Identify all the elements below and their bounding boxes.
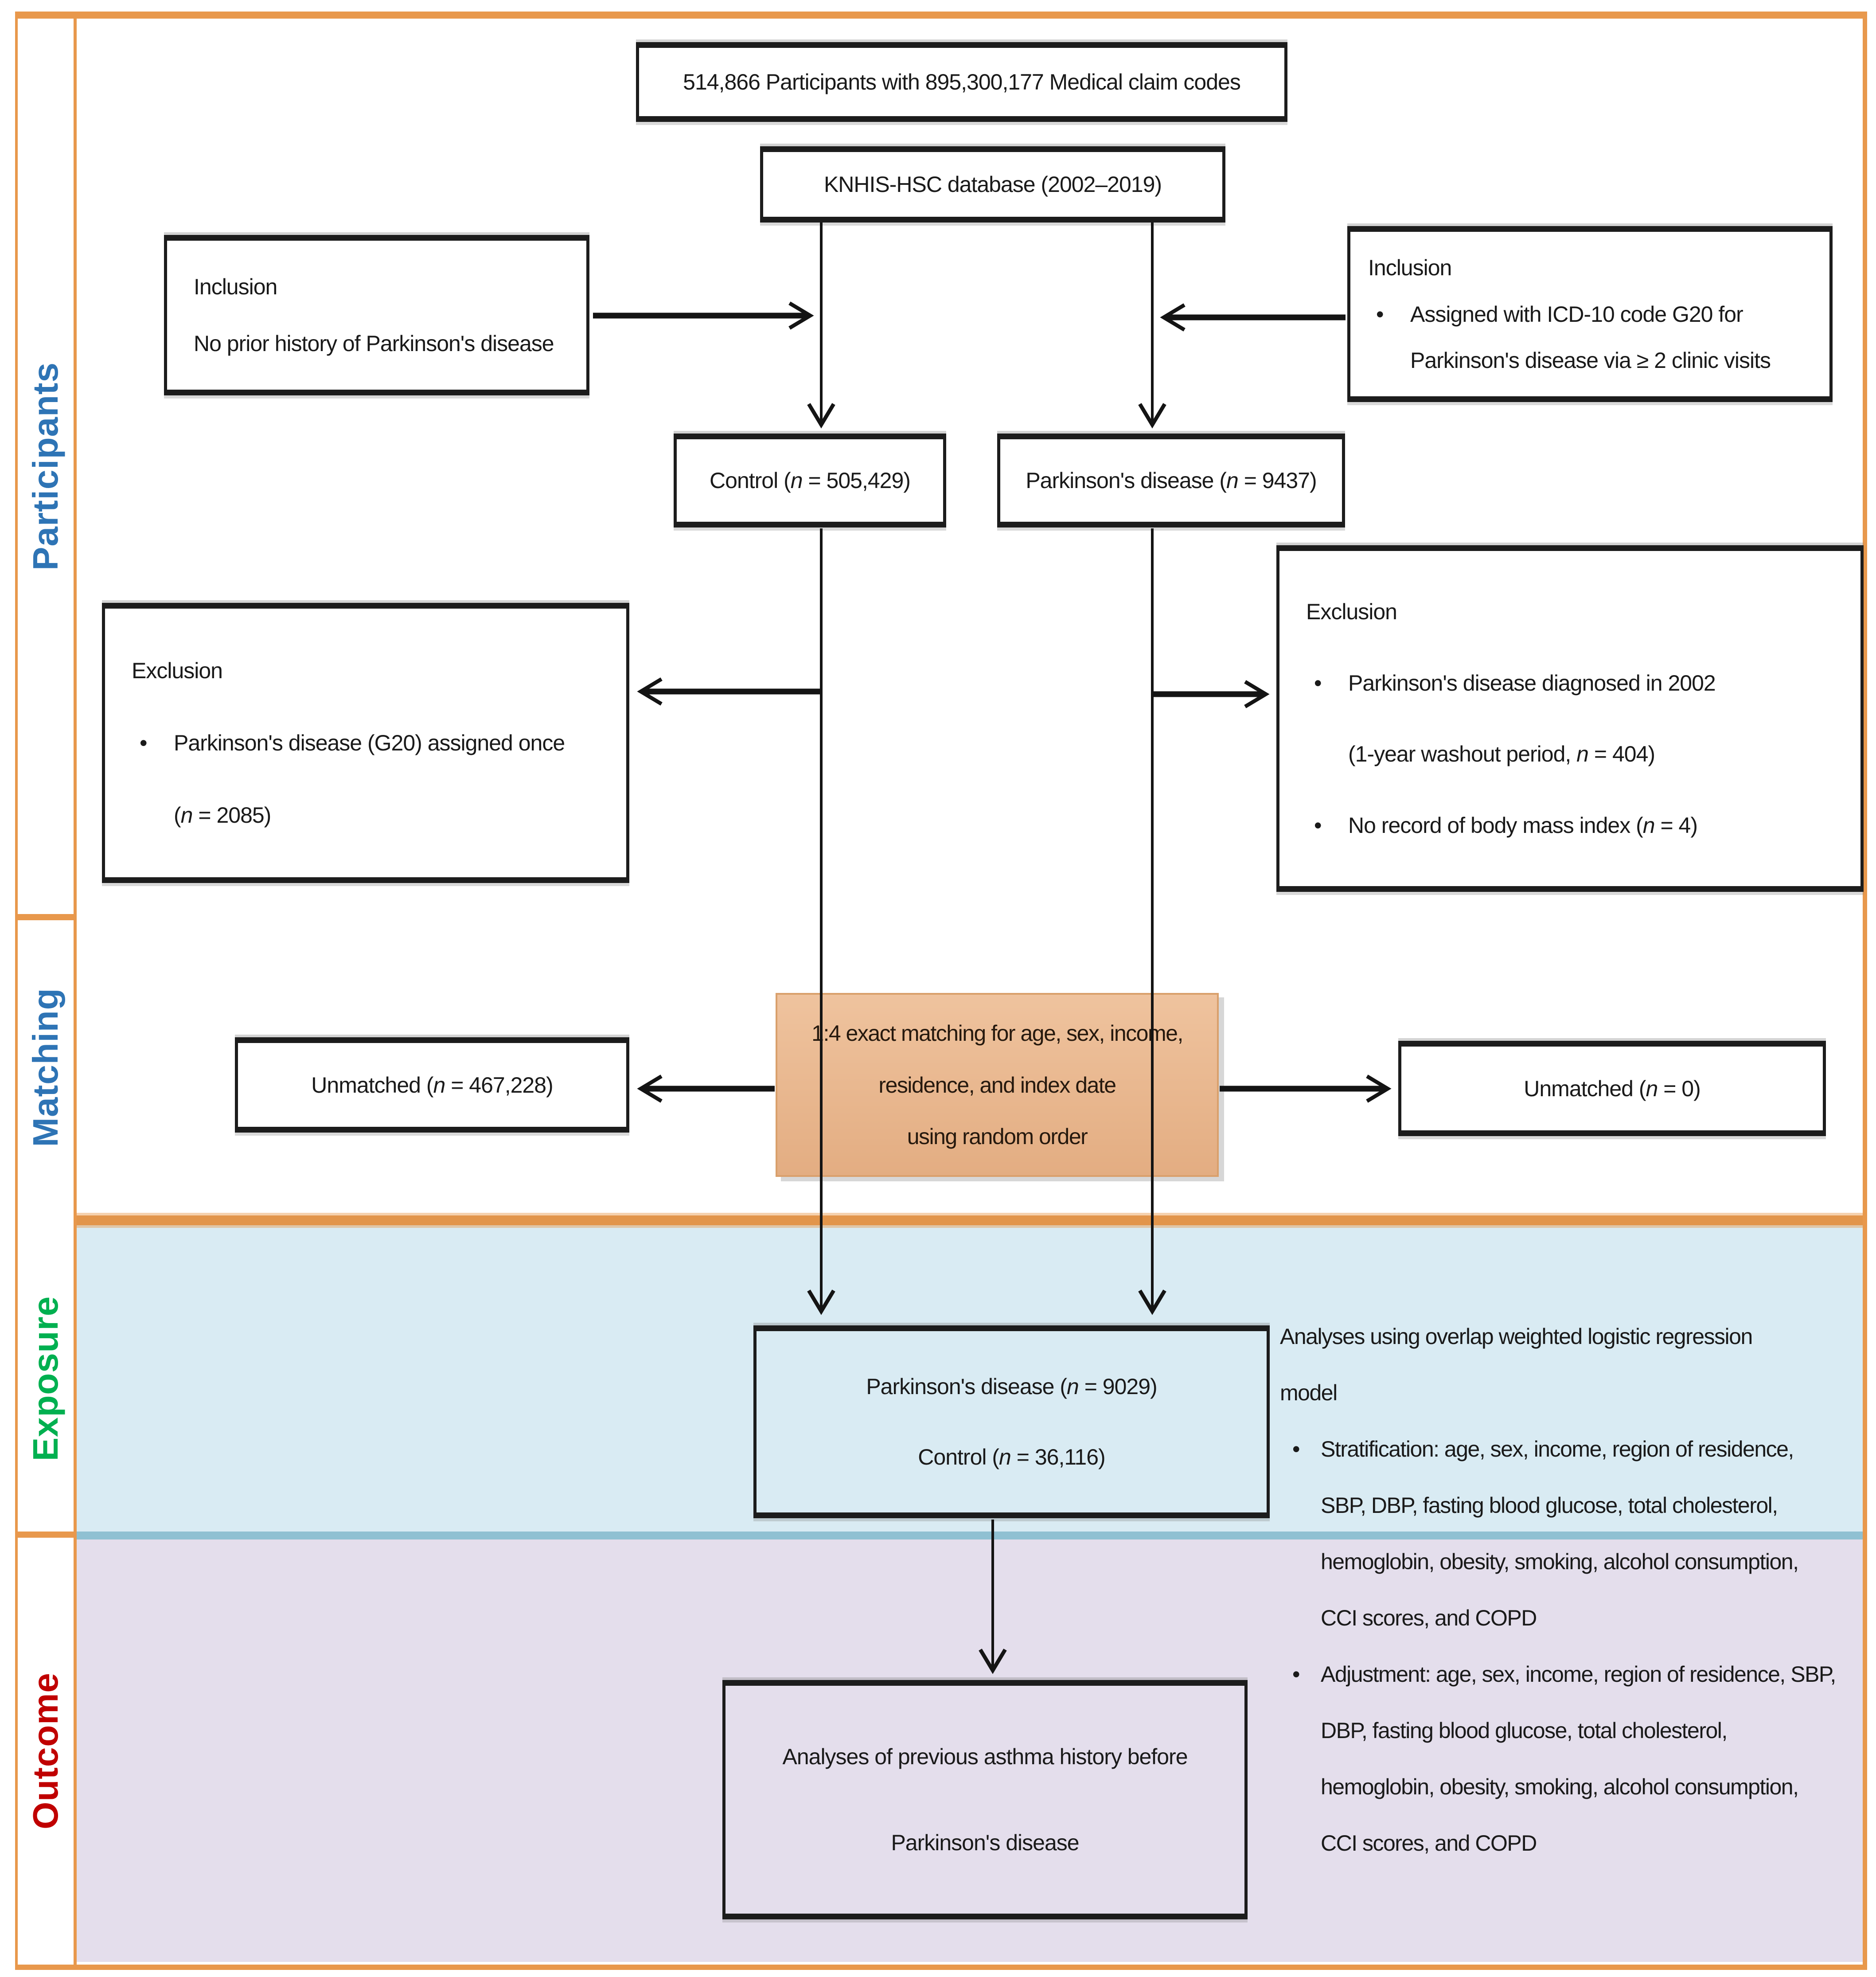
text-line: No prior history of Parkinson's disease <box>194 331 554 356</box>
text-line: Parkinson's disease diagnosed in 2002 <box>1306 668 1847 698</box>
section-label-exposure: Exposure <box>26 1296 65 1461</box>
text-line: Parkinson's disease <box>891 1830 1079 1855</box>
box-parkinsons: Parkinson's disease (n = 9437) <box>997 434 1345 527</box>
text-line: Assigned with ICD-10 code G20 for <box>1368 300 1816 329</box>
text-line: Inclusion <box>1368 255 1452 281</box>
box-exclusion-control: ExclusionParkinson's disease (G20) assig… <box>102 603 629 883</box>
text-line: SBP, DBP, fasting blood glucose, total c… <box>1321 1493 1778 1518</box>
text-line: (n = 2085) <box>174 803 271 828</box>
text-line: Adjustment: age, sex, income, region of … <box>1280 1646 1876 1703</box>
box-unmatched-control: Unmatched (n = 467,228) <box>235 1037 629 1133</box>
text-line: Stratification: age, sex, income, region… <box>1280 1421 1876 1477</box>
analysis-notes: Analyses using overlap weighted logistic… <box>1280 1309 1876 1872</box>
box-unmatched-pd: Unmatched (n = 0) <box>1398 1041 1826 1136</box>
box-control: Control (n = 505,429) <box>674 434 946 527</box>
text-line: residence, and index date <box>878 1072 1116 1098</box>
text-line: CCI scores, and COPD <box>1321 1606 1537 1630</box>
text-line: Control (n = 36,116) <box>918 1444 1105 1469</box>
text-line: DBP, fasting blood glucose, total choles… <box>1321 1718 1728 1743</box>
matching-exposure-divider <box>15 1215 1867 1225</box>
section-label-column <box>18 19 77 1965</box>
section-label-matching: Matching <box>26 988 65 1147</box>
box-parkinsons-text: Parkinson's disease (n = 9437) <box>1026 468 1317 493</box>
box-unmatched-control-text: Unmatched (n = 467,228) <box>311 1072 553 1098</box>
text-line: 1:4 exact matching for age, sex, income, <box>811 1021 1183 1046</box>
text-line: No record of body mass index (n = 4) <box>1306 811 1847 840</box>
box-outcome-analysis: Analyses of previous asthma history befo… <box>722 1680 1248 1919</box>
box-total-participants-text: 514,866 Participants with 895,300,177 Me… <box>683 70 1241 94</box>
box-database: KNHIS-HSC database (2002–2019) <box>760 146 1225 223</box>
exposure-outcome-divider <box>74 1532 1863 1539</box>
text-line: using random order <box>907 1124 1088 1149</box>
text-line: CCI scores, and COPD <box>1321 1831 1537 1856</box>
box-inclusion-control: Inclusion No prior history of Parkinson's… <box>164 235 589 395</box>
participants-matching-separator <box>18 914 74 920</box>
box-inclusion-pd: InclusionAssigned with ICD-10 code G20 f… <box>1347 226 1833 402</box>
section-label-participants: Participants <box>26 362 65 570</box>
text-line: Inclusion <box>194 274 277 300</box>
box-total-participants: 514,866 Participants with 895,300,177 Me… <box>636 42 1287 122</box>
text-line: Exclusion <box>132 658 223 683</box>
text-line: hemoglobin, obesity, smoking, alcohol co… <box>1321 1549 1799 1574</box>
text-line: hemoglobin, obesity, smoking, alcohol co… <box>1321 1774 1799 1799</box>
text-line: Exclusion <box>1306 599 1397 625</box>
box-database-text: KNHIS-HSC database (2002–2019) <box>823 172 1162 197</box>
box-matching: 1:4 exact matching for age, sex, income,… <box>776 993 1219 1177</box>
outcome-section-background <box>74 1539 1863 1962</box>
box-unmatched-pd-text: Unmatched (n = 0) <box>1524 1076 1700 1101</box>
outer-frame <box>15 12 1867 1970</box>
text-line: Parkinson's disease (n = 9029) <box>866 1374 1157 1399</box>
text-line: (1-year washout period, n = 404) <box>1348 742 1655 767</box>
text-line: Parkinson's disease (G20) assigned once <box>132 728 613 758</box>
text-line: Parkinson's disease via ≥ 2 clinic visit… <box>1410 348 1771 373</box>
text-line: Analyses using overlap weighted logistic… <box>1280 1324 1753 1349</box>
section-label-outcome: Outcome <box>26 1672 65 1829</box>
box-exclusion-pd: ExclusionParkinson's disease diagnosed i… <box>1276 545 1864 892</box>
box-control-text: Control (n = 505,429) <box>710 468 911 493</box>
exposure-section-background <box>74 1225 1863 1532</box>
label-column-separator <box>18 1532 74 1538</box>
box-matched-cohort: Parkinson's disease (n = 9029) Control (n… <box>753 1325 1270 1518</box>
text-line: Analyses of previous asthma history befo… <box>782 1744 1188 1770</box>
text-line: model <box>1280 1380 1338 1405</box>
